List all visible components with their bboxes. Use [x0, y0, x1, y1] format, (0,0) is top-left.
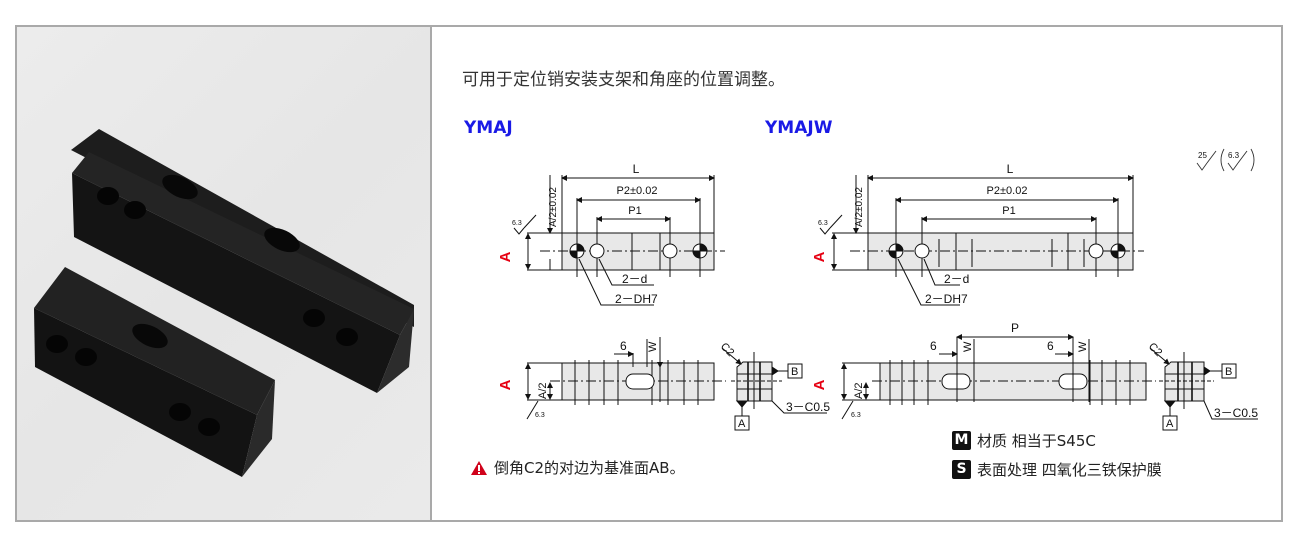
intro-text: 可用于定位销安装支架和角座的位置调整。: [462, 70, 785, 90]
label-C2-w: C2: [1146, 341, 1164, 359]
product-photo: [17, 27, 432, 520]
surface-badge-icon: S: [952, 460, 971, 479]
dim-W-w2: W: [1077, 341, 1089, 352]
dim-L-w: L: [1007, 162, 1014, 176]
datum-B: B: [791, 366, 798, 378]
dim-L: L: [633, 162, 640, 176]
surface-text: 表面处理 四氧化三铁保护膜: [977, 461, 1162, 479]
dim-P2: P2±0.02: [617, 185, 658, 197]
roughness-6-3-w: 6.3: [818, 220, 828, 227]
spec-content: 可用于定位销安装支架和角座的位置调整。 YMAJ YMAJW: [432, 27, 1281, 520]
dim-P1: P1: [628, 205, 641, 217]
ymaj-top-view: [513, 175, 725, 306]
label-2-DH7: 2－DH7: [615, 292, 658, 306]
spec-material: M 材质 相当于S45C: [952, 430, 1096, 451]
datum-B-w: B: [1225, 366, 1232, 378]
material-badge-icon: M: [952, 431, 971, 450]
dim-W-w1: W: [962, 341, 974, 352]
label-2-d: 2－d: [622, 272, 647, 286]
warning-triangle-icon: [471, 460, 487, 475]
surface-roughness-symbol: [1196, 148, 1255, 172]
material-text: 材质 相当于S45C: [977, 432, 1096, 450]
dim-6-w1: 6: [930, 339, 937, 353]
ymaj-side-view: [525, 337, 827, 431]
dim-6-w2: 6: [1047, 339, 1054, 353]
dim-P-w: P: [1011, 321, 1019, 335]
spec-surface-treatment: S 表面处理 四氧化三铁保护膜: [952, 459, 1162, 480]
dim-P2-w: P2±0.02: [987, 185, 1028, 197]
dim-W: W: [647, 341, 659, 352]
datum-A: A: [738, 418, 746, 430]
dim-A: A: [497, 251, 514, 262]
dim-A-side: A: [497, 379, 514, 390]
label-2-d-w: 2－d: [944, 272, 969, 286]
roughness-25: 25: [1198, 151, 1207, 160]
technical-drawing: L P2±0.02 P1 A/2±0.02 A 6.3 2－d 2－DH7: [497, 148, 1258, 431]
datum-warning: 倒角C2的对边为基准面AB。: [470, 457, 685, 478]
dim-P1-w: P1: [1002, 205, 1015, 217]
label-C2: C2: [718, 341, 736, 359]
dim-A-side-w: A: [811, 379, 828, 390]
label-chamfer-w: 3－C0.5: [1214, 406, 1258, 420]
roughness-6-3-paren: 6.3: [1228, 151, 1240, 160]
dim-A2-tol: A/2±0.02: [548, 187, 559, 227]
model-label-ymajw: YMAJW: [765, 118, 833, 138]
label-chamfer: 3－C0.5: [786, 400, 830, 414]
short-block-render: [34, 267, 275, 477]
model-label-ymaj: YMAJ: [464, 118, 513, 138]
dim-A2-tol-w: A/2±0.02: [854, 187, 865, 227]
dim-A2-w: A/2: [853, 382, 865, 399]
roughness-side-w: 6.3: [851, 412, 861, 419]
warning-text: 倒角C2的对边为基准面AB。: [494, 459, 685, 477]
label-2-DH7-w: 2－DH7: [925, 292, 968, 306]
datum-A-w: A: [1166, 418, 1174, 430]
long-block-render: [71, 129, 414, 393]
dim-A-w: A: [811, 251, 828, 262]
dim-A2: A/2: [537, 382, 549, 399]
ymajw-top-view: [819, 175, 1144, 306]
dim-6: 6: [620, 339, 627, 353]
product-render-image: [34, 129, 414, 477]
roughness-6-3: 6.3: [512, 220, 522, 227]
ymajw-side-view: [841, 334, 1258, 431]
roughness-side: 6.3: [535, 412, 545, 419]
product-info-panel: 可用于定位销安装支架和角座的位置调整。 YMAJ YMAJW: [15, 25, 1283, 522]
